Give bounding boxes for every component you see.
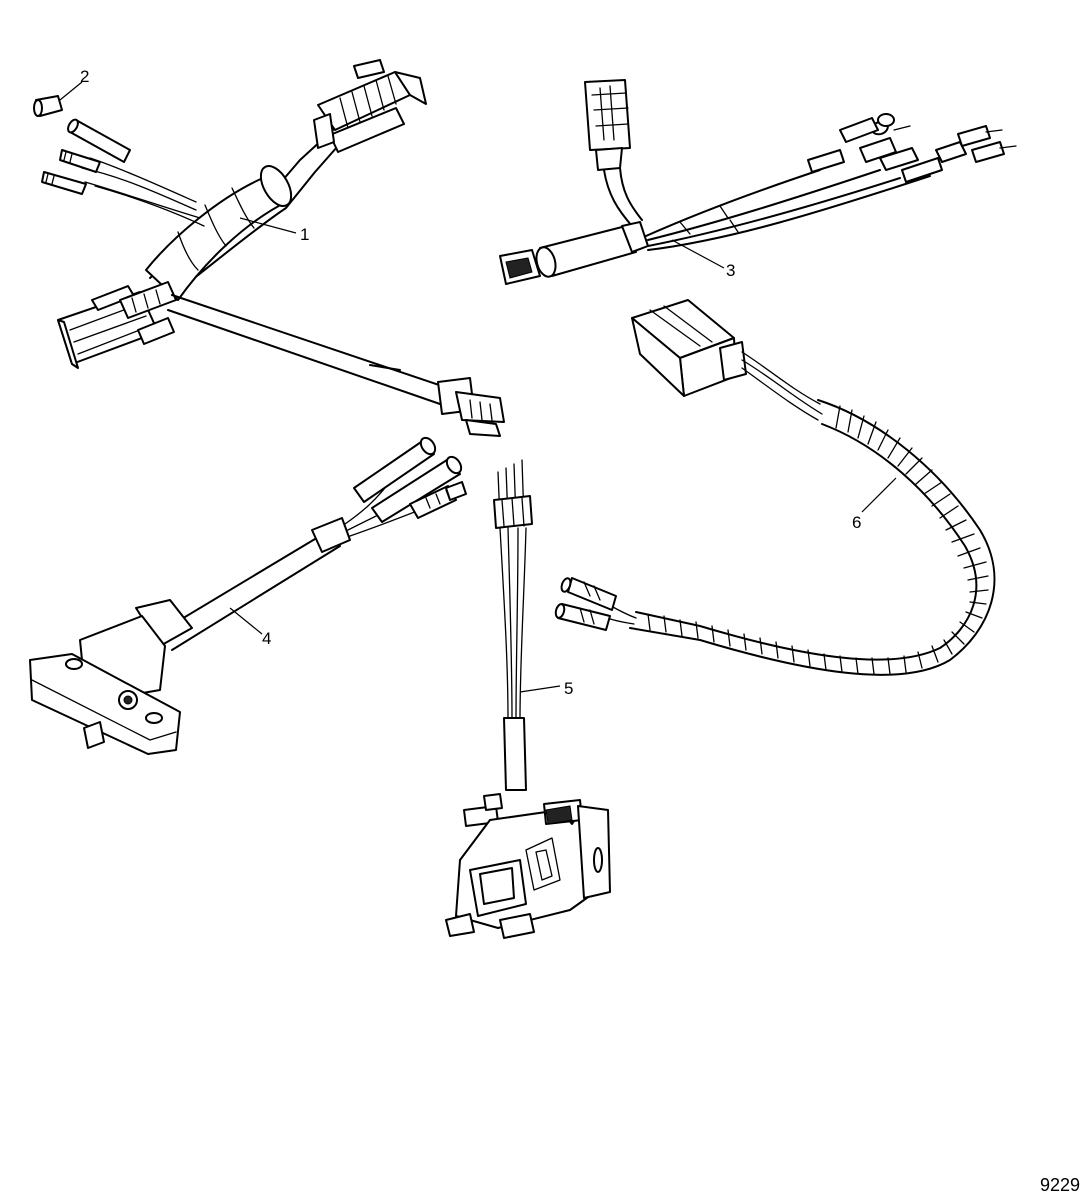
callout-3: 3	[726, 261, 735, 280]
callout-4: 4	[262, 629, 271, 648]
callout-5: 5	[564, 679, 573, 698]
part-3-harness	[499, 79, 1017, 285]
part-2-sleeve	[33, 95, 63, 117]
part-5-switch	[445, 459, 611, 939]
callout-6: 6	[852, 513, 861, 532]
callout-2: 2	[80, 67, 89, 86]
part-4-sensor	[29, 436, 467, 755]
figure-number: 9229	[1039, 1175, 1080, 1195]
part-1-wiring-harness	[41, 59, 505, 437]
part-6-harness	[554, 299, 996, 676]
leader-lines	[59, 81, 897, 693]
callout-1: 1	[300, 225, 309, 244]
